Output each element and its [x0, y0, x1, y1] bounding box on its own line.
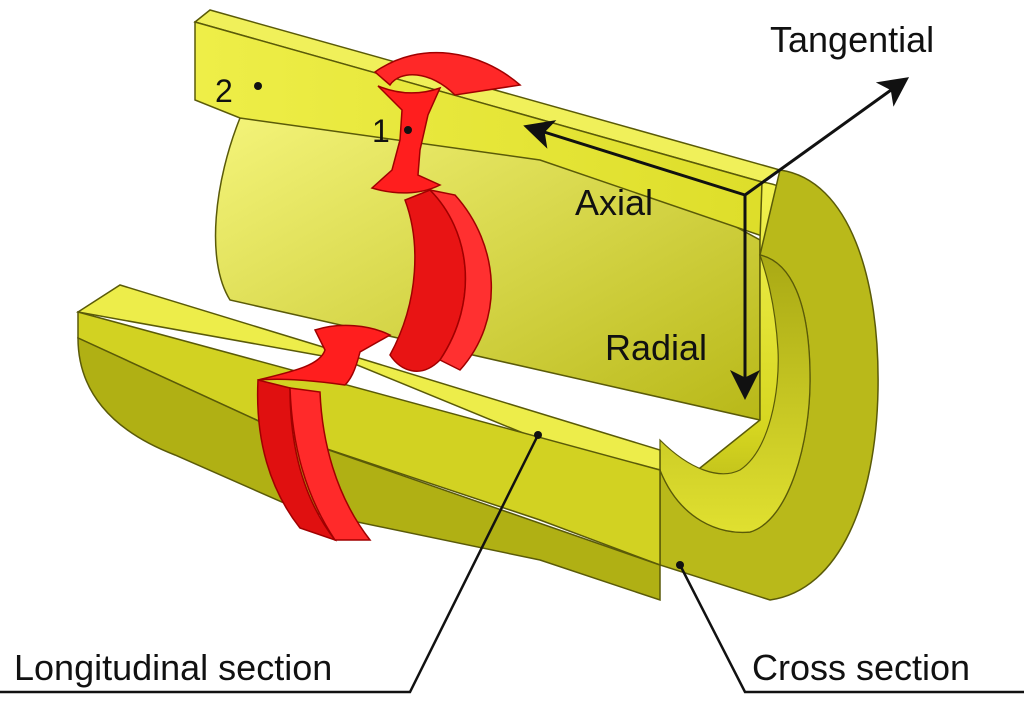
coordinate-axes — [523, 77, 910, 400]
weld-bottom-profile — [257, 324, 392, 386]
point-1-label: 1 — [372, 113, 390, 149]
cross-section-label: Cross section — [752, 647, 970, 688]
tangential-arrow — [744, 77, 910, 197]
tangential-label: Tangential — [770, 19, 934, 60]
longitudinal-section-label: Longitudinal section — [14, 647, 332, 688]
longitudinal-section-leader — [0, 434, 540, 694]
radial-label: Radial — [605, 327, 707, 368]
axial-arrow — [523, 120, 746, 197]
end-face-bore — [659, 254, 811, 533]
weld-lower-band-b — [289, 387, 372, 541]
weld-top-profile — [370, 85, 442, 194]
weld-ring-band-b — [427, 188, 493, 371]
lower-outer-shell — [77, 336, 661, 602]
point-2-marker — [254, 82, 262, 90]
cross-section-leader — [678, 564, 1024, 694]
weld-bead — [256, 51, 522, 542]
weld-ring-outer — [373, 51, 522, 96]
axial-label: Axial — [575, 182, 653, 223]
point-2-label: 2 — [215, 73, 233, 109]
point-1-marker — [404, 126, 412, 134]
